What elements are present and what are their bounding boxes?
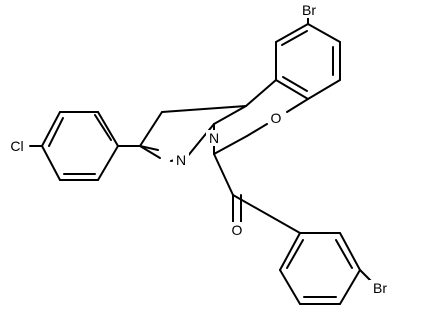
bond xyxy=(281,30,308,46)
atom-br-top: Br xyxy=(298,2,320,18)
atom-n2: N xyxy=(206,130,222,146)
bond xyxy=(307,79,341,100)
bond xyxy=(94,114,112,141)
atom-br-bottom: Br xyxy=(369,280,391,296)
bond xyxy=(139,111,163,147)
bond xyxy=(286,98,309,113)
bond xyxy=(335,239,353,269)
bond-lines xyxy=(29,13,373,305)
bond xyxy=(286,239,304,269)
atom-label-o-carbonyl: O xyxy=(232,222,243,238)
atom-label-n2: N xyxy=(209,130,219,146)
atom-label-br-top: Br xyxy=(302,2,316,18)
bond xyxy=(97,111,119,147)
atom-label-cl: Cl xyxy=(10,138,23,154)
atom-label-o-ring: O xyxy=(271,110,282,126)
bond xyxy=(97,145,119,181)
atom-label-br-bottom: Br xyxy=(373,280,387,296)
bond xyxy=(213,135,248,155)
atom-o-ring: O xyxy=(268,110,284,126)
bond xyxy=(282,76,308,92)
bond xyxy=(232,194,301,234)
bond xyxy=(139,145,159,151)
atom-cl: Cl xyxy=(6,138,28,154)
bond xyxy=(41,145,61,181)
bond xyxy=(139,145,161,159)
bond xyxy=(41,111,61,147)
bond xyxy=(307,23,341,43)
bond xyxy=(279,232,301,271)
bond xyxy=(339,232,361,271)
atom-label-n1: N xyxy=(176,152,186,168)
bond xyxy=(48,117,64,147)
bond xyxy=(186,140,201,158)
bond xyxy=(161,105,247,113)
bond xyxy=(275,23,309,43)
atom-o-carbonyl: O xyxy=(229,222,245,238)
atom-n1: N xyxy=(173,152,189,168)
bond xyxy=(213,105,247,125)
bond xyxy=(213,153,234,196)
bond xyxy=(246,123,268,137)
bond xyxy=(275,79,309,100)
bond xyxy=(279,269,301,305)
bond xyxy=(245,79,277,107)
atom-labels: Br Cl N N O O Br xyxy=(6,2,391,296)
bond xyxy=(339,269,361,305)
